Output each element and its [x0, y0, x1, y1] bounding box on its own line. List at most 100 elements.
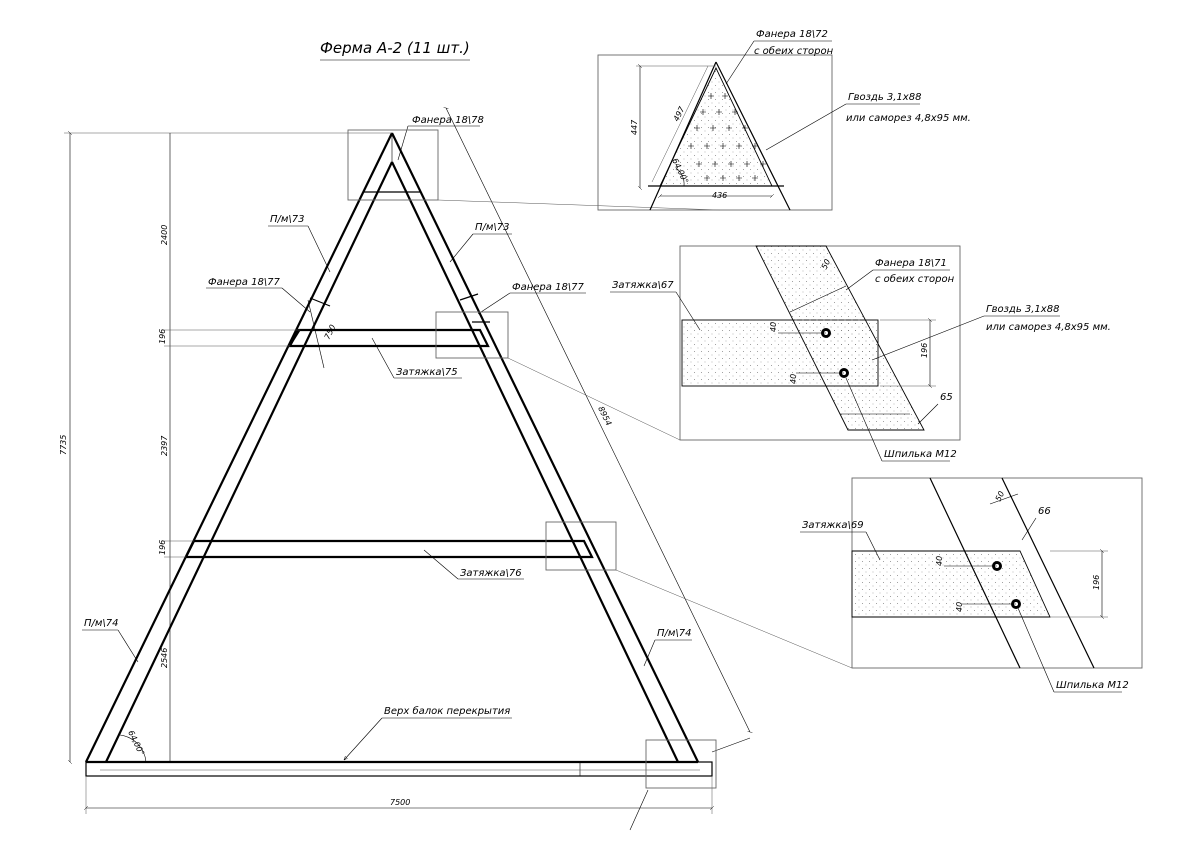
label-plywood77-right: Фанера 18\77 — [512, 282, 585, 293]
dim-diagonal: 8954 — [596, 405, 613, 427]
callout-upper-tie — [435, 311, 509, 359]
upper-label-both-sides: с обеих сторон — [875, 273, 955, 285]
drawing-title: Ферма А-2 (11 шт.) — [320, 39, 470, 57]
upper-label-nail-leader — [871, 315, 985, 361]
lower-label-stud: Шпилька М12 — [1056, 680, 1129, 691]
label-plywood-apex-leader — [397, 125, 409, 161]
apex-label-both-sides: с обеих сторон — [754, 45, 834, 57]
upper-label-plywood-leader — [845, 269, 874, 291]
callouts — [347, 129, 853, 789]
label-pm74-left: П/м\74 — [84, 618, 119, 629]
left-rafter-inner — [105, 161, 393, 763]
upper-label-nail: Гвоздь 3,1х88 — [986, 304, 1059, 315]
label-plywood77-right-leader — [477, 292, 511, 315]
label-beam-top: Верх балок перекрытия — [384, 705, 510, 717]
upper-label-screw: или саморез 4,8х95 мм. — [986, 322, 1111, 333]
main-labels: Фанера 18\78 П/м\73 П/м\73 Фанера 18\77 … — [82, 115, 692, 760]
lower-dim-50-line — [989, 493, 1019, 505]
upper-label-tie-leader — [675, 291, 701, 331]
upper-label-stud: Шпилька М12 — [884, 449, 957, 460]
upper-dim-196: 196 — [920, 343, 929, 358]
detail-apex: 447 497 436 64,00° Фанера 18\72 с обеих … — [597, 29, 971, 211]
right-upper-plate-top — [459, 293, 479, 301]
dim-2546: 2546 — [160, 648, 169, 668]
upper-dim-65-leader — [917, 403, 939, 425]
lower-dim-196: 196 — [1092, 575, 1101, 590]
upper-label-tie: Затяжка\67 — [612, 280, 674, 291]
apex-label-nail: Гвоздь 3,1х88 — [848, 92, 921, 103]
detail-lower-tie: 196 40 40 50 66 Затяжка\69 Шпилька М12 — [800, 477, 1143, 693]
dim-plate-line — [307, 299, 325, 369]
dim-total-height: 7735 — [59, 435, 68, 455]
apex-label-nail-leader — [765, 103, 847, 151]
upper-label-plywood: Фанера 18\71 — [875, 258, 947, 269]
lower-label-tie-leader — [865, 531, 881, 561]
detail-apex-frame — [597, 54, 833, 211]
apex-dim-497: 497 — [672, 104, 687, 122]
main-dimensions: 7735 2400 196 2397 196 2546 7500 8954 75… — [59, 108, 751, 831]
upper-rafter-body — [755, 245, 925, 431]
dim-base-width: 7500 — [390, 798, 410, 807]
apex-angle-arc — [675, 167, 685, 187]
label-tie-75-leader — [371, 337, 395, 379]
lower-dim-66: 66 — [1038, 506, 1051, 517]
lower-dim-50: 50 — [994, 490, 1007, 503]
callout-lower-tie — [545, 521, 617, 571]
lower-label-tie: Затяжка\69 — [802, 520, 864, 531]
lower-dim-66-leader — [1021, 517, 1037, 541]
apex-label-screw: или саморез 4,8х95 мм. — [846, 113, 971, 124]
upper-label-stud-leader — [845, 377, 883, 462]
lower-dim-40a: 40 — [935, 556, 944, 566]
detail-upper-tie: 196 40 40 50 65 Затяжка\67 Фанера 18\71 … — [610, 245, 1111, 462]
dim-196-a: 196 — [158, 329, 167, 344]
lower-dim-40b: 40 — [955, 602, 964, 612]
label-plywood77-left-leader — [281, 287, 311, 313]
upper-dim-50: 50 — [820, 258, 833, 271]
upper-dim-40a: 40 — [769, 322, 778, 332]
left-rafter-outer — [85, 132, 393, 763]
dim-2397: 2397 — [160, 435, 169, 456]
apex-dim-436: 436 — [712, 191, 727, 200]
upper-dim-65: 65 — [940, 392, 953, 403]
leader-base-right — [711, 737, 751, 753]
label-pm73-left-leader — [307, 225, 331, 273]
callout-lower-tie-link — [615, 569, 853, 669]
apex-rafter-left — [649, 61, 717, 211]
main-truss — [85, 132, 713, 777]
callout-apex-link — [437, 199, 721, 211]
floor-beam — [85, 761, 713, 777]
label-pm74-right-leader — [643, 639, 656, 667]
title-group: Ферма А-2 (11 шт.) — [320, 39, 470, 61]
lower-tie-beam — [184, 539, 594, 559]
apex-nail-pattern — [688, 93, 766, 181]
label-pm73-right-leader — [449, 233, 474, 263]
lower-rafter-edge-1 — [929, 477, 1021, 669]
label-plywood77-left: Фанера 18\77 — [208, 277, 281, 288]
label-tie-75: Затяжка\75 — [396, 367, 458, 378]
upper-tie-beam — [288, 328, 490, 348]
leader-bottom-right — [629, 789, 649, 831]
label-pm74-left-leader — [117, 629, 139, 663]
label-tie-76: Затяжка\76 — [460, 568, 522, 579]
label-pm74-right: П/м\74 — [657, 628, 692, 639]
dim-2400: 2400 — [160, 225, 169, 245]
lower-label-stud-leader — [1017, 607, 1055, 693]
upper-dim-40b: 40 — [789, 374, 798, 384]
callout-apex — [347, 129, 439, 201]
apex-dim-497-line — [651, 65, 709, 183]
dim-base-angle: 64,00° — [126, 729, 146, 757]
apex-dim-447: 447 — [630, 119, 639, 135]
apex-label-plywood-leader — [725, 40, 755, 85]
label-beam-top-leader — [344, 717, 383, 760]
left-upper-plate-side — [289, 329, 301, 347]
lower-rafter-edge-2 — [1001, 477, 1095, 669]
left-upper-plate-top — [309, 297, 331, 307]
base-angle-arc — [119, 734, 147, 763]
label-pm73-right: П/м\73 — [475, 222, 510, 233]
label-plywood-apex: Фанера 18\78 — [412, 115, 484, 126]
right-rafter-outer — [391, 132, 699, 763]
right-rafter-inner — [391, 161, 679, 763]
label-tie-76-leader — [423, 549, 459, 580]
upper-plate-edge-top — [789, 285, 847, 313]
lower-tie-body — [851, 550, 1051, 618]
